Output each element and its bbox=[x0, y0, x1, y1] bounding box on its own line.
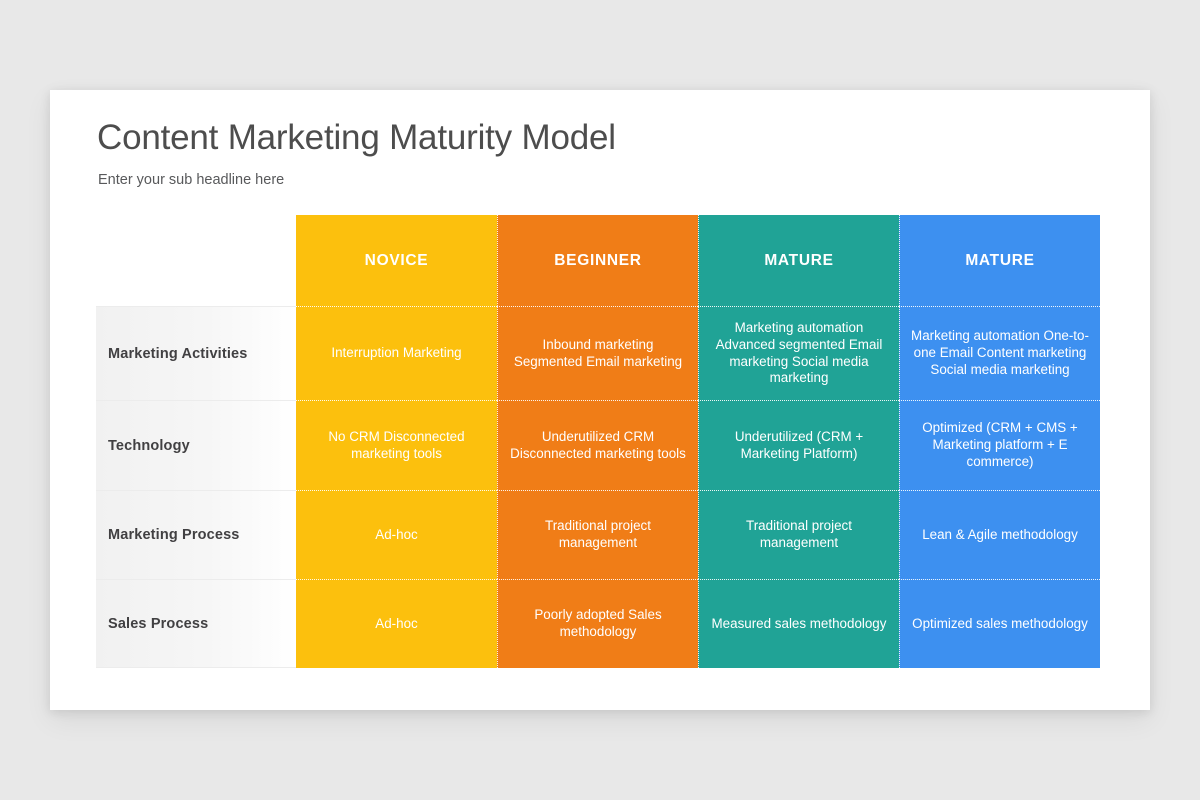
cell-marketing-activities-novice[interactable]: Interruption Marketing bbox=[296, 306, 497, 400]
cell-marketing-process-mature-blue[interactable]: Lean & Agile methodology bbox=[899, 490, 1100, 579]
cell-sales-process-beginner[interactable]: Poorly adopted Sales methodology bbox=[497, 579, 698, 668]
cell-marketing-process-mature-teal[interactable]: Traditional project management bbox=[698, 490, 899, 579]
row-label-sales-process: Sales Process bbox=[96, 579, 296, 668]
row-label-technology: Technology bbox=[96, 400, 296, 490]
cell-sales-process-mature-teal[interactable]: Measured sales methodology bbox=[698, 579, 899, 668]
slide-card: Content Marketing Maturity Model Enter y… bbox=[50, 90, 1150, 710]
cell-technology-beginner[interactable]: Underutilized CRM Disconnected marketing… bbox=[497, 400, 698, 490]
page-title: Content Marketing Maturity Model bbox=[97, 118, 616, 157]
column-header-novice[interactable]: NOVICE bbox=[296, 215, 497, 306]
cell-sales-process-novice[interactable]: Ad-hoc bbox=[296, 579, 497, 668]
cell-marketing-activities-beginner[interactable]: Inbound marketing Segmented Email market… bbox=[497, 306, 698, 400]
cell-marketing-activities-mature-teal[interactable]: Marketing automation Advanced segmented … bbox=[698, 306, 899, 400]
column-header-mature-teal[interactable]: MATURE bbox=[698, 215, 899, 306]
column-header-mature-blue[interactable]: MATURE bbox=[899, 215, 1100, 306]
maturity-matrix-table: NOVICE BEGINNER MATURE MATURE Marketing … bbox=[96, 215, 1100, 668]
cell-marketing-activities-mature-blue[interactable]: Marketing automation One-to-one Email Co… bbox=[899, 306, 1100, 400]
cell-technology-mature-blue[interactable]: Optimized (CRM + CMS + Marketing platfor… bbox=[899, 400, 1100, 490]
row-label-marketing-activities: Marketing Activities bbox=[96, 306, 296, 400]
cell-marketing-process-novice[interactable]: Ad-hoc bbox=[296, 490, 497, 579]
cell-technology-mature-teal[interactable]: Underutilized (CRM + Marketing Platform) bbox=[698, 400, 899, 490]
column-header-beginner[interactable]: BEGINNER bbox=[497, 215, 698, 306]
matrix-corner-cell bbox=[96, 215, 296, 306]
slide-subtitle: Enter your sub headline here bbox=[98, 172, 285, 188]
cell-technology-novice[interactable]: No CRM Disconnected marketing tools bbox=[296, 400, 497, 490]
cell-marketing-process-beginner[interactable]: Traditional project management bbox=[497, 490, 698, 579]
cell-sales-process-mature-blue[interactable]: Optimized sales methodology bbox=[899, 579, 1100, 668]
row-label-marketing-process: Marketing Process bbox=[96, 490, 296, 579]
